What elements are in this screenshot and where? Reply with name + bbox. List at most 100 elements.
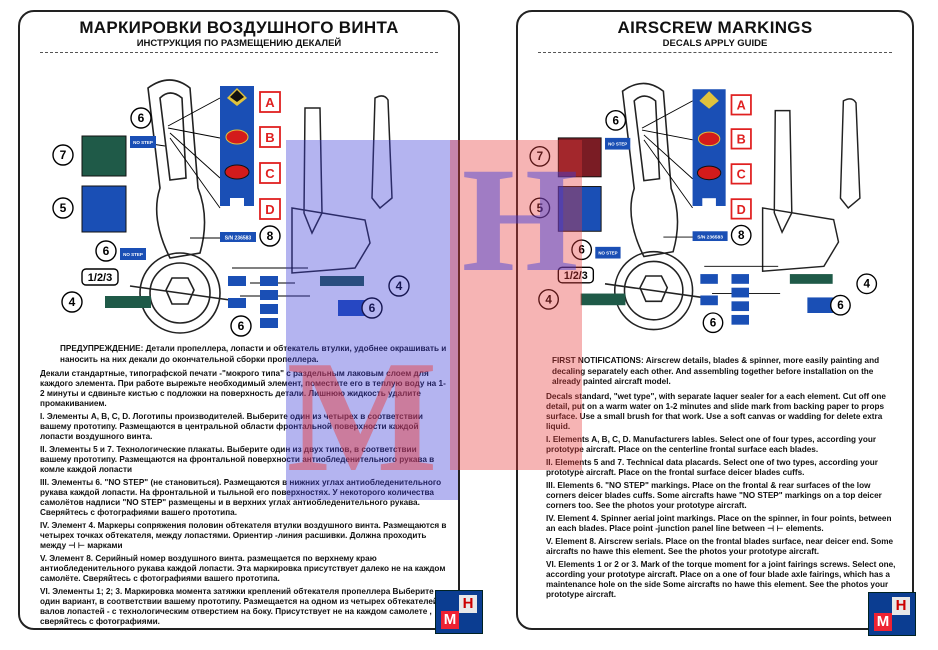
- no-step-decal: [228, 276, 246, 286]
- instruction-item: II. Элементы 5 и 7. Технологические плак…: [40, 445, 435, 474]
- no-step-decal: [120, 248, 146, 260]
- callout-1-2-3: 1/2/3: [88, 272, 112, 284]
- propeller-diagram: A B C D NO STEP NO STEP S/N 236583: [52, 79, 410, 337]
- instruction-item: VI. Элементы 1; 2; 3. Маркировка момента…: [40, 587, 438, 626]
- callout-8: 8: [738, 229, 745, 242]
- callout-b: B: [265, 130, 274, 145]
- instruction-item: III. Elements 6. "NO STEP" markings. Pla…: [546, 481, 882, 510]
- no-step-label: NO STEP: [598, 251, 617, 256]
- instruction-item: VI. Elements 1 or 2 or 3. Mark of the to…: [546, 560, 896, 599]
- logo-d-decal: [702, 198, 716, 208]
- instruction-item: I. Elements A, B, C, D. Manufacturers la…: [546, 435, 877, 454]
- no-step-label: NO STEP: [133, 140, 153, 145]
- instruction-item: V. Элемент 8. Серийный номер воздушного …: [40, 554, 446, 583]
- no-step-decal: [731, 301, 749, 312]
- callout-6: 6: [103, 244, 110, 258]
- no-step-decal: [260, 304, 278, 314]
- callout-6: 6: [238, 319, 245, 333]
- instruction-item: IV. Элемент 4. Маркеры сопряжения полови…: [40, 521, 447, 550]
- serial-decal: [220, 232, 256, 242]
- placard-5-decal: [557, 186, 602, 232]
- callout-8: 8: [267, 229, 274, 243]
- instruction-item: IV. Element 4. Spinner aerial joint mark…: [546, 514, 892, 533]
- instruction-item: V. Element 8. Airscrew serials. Place on…: [546, 537, 894, 556]
- propeller-blade: [621, 82, 679, 258]
- placard-7-decal: [557, 137, 602, 178]
- badge-letter-m: M: [441, 611, 459, 629]
- sheet-title: AIRSCREW MARKINGS: [617, 18, 813, 37]
- instruction-item: I. Элементы A, B, C, D. Логотипы произво…: [40, 412, 423, 441]
- badge-letter-m: M: [874, 613, 892, 631]
- logo-a-decal: [699, 91, 719, 109]
- warning-note: ПРЕДУПРЕЖДЕНИЕ: Детали пропеллера, лопас…: [60, 344, 447, 364]
- no-step-decal: [260, 318, 278, 328]
- logo-decal-strip: [692, 89, 726, 206]
- sheet-subtitle: ИНСТРУКЦИЯ ПО РАЗМЕЩЕНИЮ ДЕКАЛЕЙ: [136, 38, 342, 49]
- no-step-decal: [731, 287, 749, 298]
- callout-7: 7: [60, 148, 67, 162]
- no-step-decal: [130, 136, 156, 148]
- logo-b-decal: [697, 131, 721, 147]
- english-instruction-sheet: AIRSCREW MARKINGS DECALS APPLY GUIDE: [516, 10, 914, 630]
- callout-4: 4: [545, 293, 552, 306]
- logo-b-decal: [225, 129, 249, 145]
- callout-6: 6: [837, 299, 844, 312]
- joint-mark-decal: [789, 274, 833, 284]
- instruction-body: Декали стандартные, типографской печати …: [40, 369, 450, 628]
- callout-6: 6: [369, 301, 376, 315]
- callout-4: 4: [69, 295, 76, 309]
- blade-side-view: [291, 95, 393, 274]
- no-step-decal: [260, 276, 278, 286]
- callout-4: 4: [863, 278, 870, 291]
- callout-5: 5: [60, 201, 67, 215]
- callout-4: 4: [396, 279, 403, 293]
- russian-instruction-sheet: МАРКИРОВКИ ВОЗДУШНОГО ВИНТА ИНСТРУКЦИЯ П…: [18, 10, 460, 630]
- no-step-label: NO STEP: [608, 142, 627, 147]
- propeller-diagram: A B C D NO STEP NO STEP S/N 236583: [529, 82, 878, 334]
- spinner-hub: [129, 252, 231, 334]
- logo-c-decal: [224, 164, 250, 180]
- joint-mark-decal: [320, 276, 364, 286]
- serial-decal: [692, 231, 728, 242]
- sheet-subtitle: DECALS APPLY GUIDE: [662, 38, 768, 49]
- callout-5: 5: [537, 202, 544, 215]
- instruction-body: Decals standard, "wet type", with separa…: [546, 392, 901, 603]
- warning-note: FIRST NOTIFICATIONS: Airscrew details, b…: [552, 356, 880, 386]
- blade-side-view: [761, 98, 861, 272]
- callout-1-2-3: 1/2/3: [564, 270, 588, 282]
- callout-c: C: [265, 166, 275, 181]
- intro-paragraph: Декали стандартные, типографской печати …: [40, 369, 446, 408]
- instruction-item: II. Elements 5 and 7. Technical data pla…: [546, 458, 878, 477]
- callout-7: 7: [537, 150, 543, 163]
- no-step-decal: [807, 297, 835, 313]
- serial-label: S/N 236583: [697, 235, 723, 241]
- placard-5-decal: [81, 185, 127, 233]
- instruction-item: III. Элементы 6. "NO STEP" (не становить…: [40, 478, 442, 517]
- spinner-hub: [604, 250, 703, 331]
- logo-a-decal: [227, 88, 247, 106]
- callout-a: A: [737, 99, 746, 113]
- callout-6: 6: [710, 317, 717, 330]
- joint-mark-decal: [580, 293, 626, 306]
- callout-d: D: [737, 203, 746, 217]
- divider: [538, 52, 892, 53]
- no-step-decal: [605, 137, 631, 150]
- callout-d: D: [265, 202, 274, 217]
- callout-b: B: [737, 133, 746, 147]
- logo-d-decal: [230, 198, 244, 208]
- divider: [40, 52, 438, 53]
- no-step-decal: [338, 300, 366, 316]
- callout-6: 6: [138, 111, 145, 125]
- badge-letter-h: H: [892, 597, 910, 615]
- no-step-decal: [700, 295, 718, 306]
- no-step-decal: [260, 290, 278, 300]
- no-step-decal: [731, 274, 749, 284]
- callout-c: C: [737, 168, 746, 182]
- placard-7-decal: [81, 135, 127, 177]
- logo-c-decal: [696, 165, 722, 181]
- intro-paragraph: Decals standard, "wet type", with separa…: [546, 392, 886, 431]
- no-step-label: NO STEP: [123, 252, 143, 257]
- hm-logo-badge: H M: [435, 590, 483, 634]
- callout-a: A: [265, 95, 275, 110]
- serial-label: S/N 236583: [225, 236, 252, 242]
